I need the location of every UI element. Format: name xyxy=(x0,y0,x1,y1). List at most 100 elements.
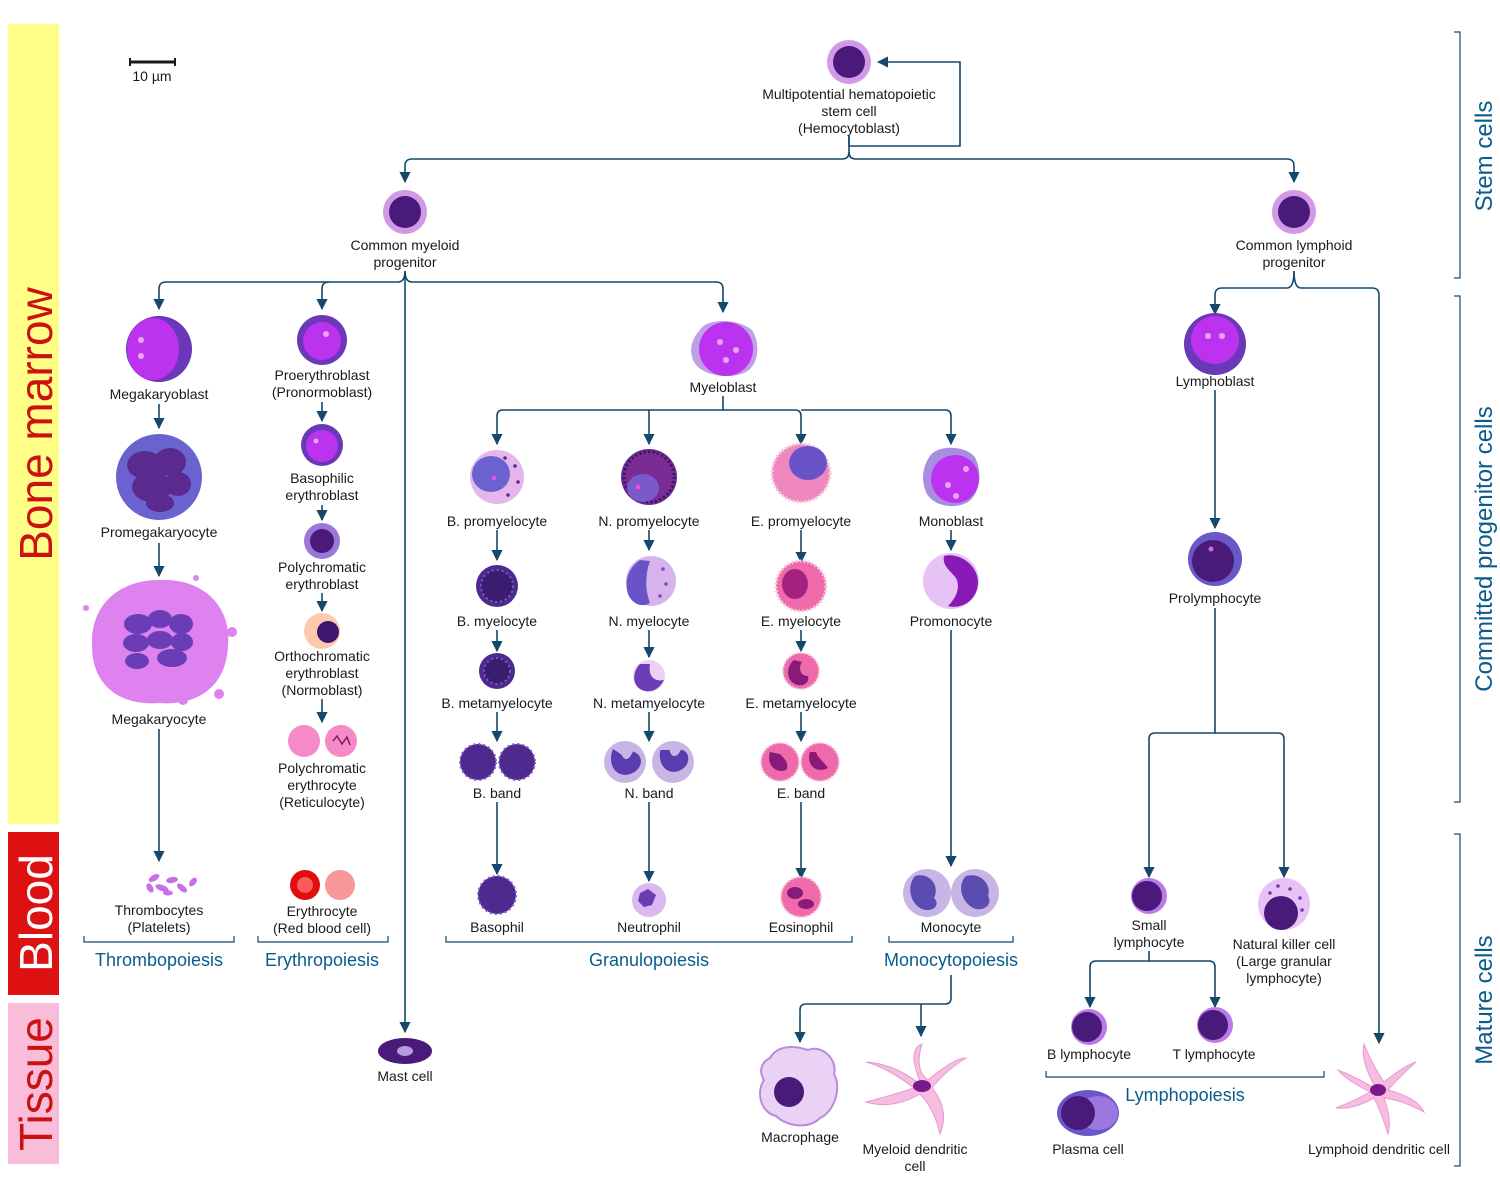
myeloblast-label: Myeloblast xyxy=(690,379,757,395)
e-promyelocyte-label: E. promyelocyte xyxy=(751,513,852,529)
proerythroblast-label-line: (Pronormoblast) xyxy=(272,384,372,400)
lymphoid-dendritic-cell xyxy=(1335,1042,1426,1136)
basophilic-erythroblast-label-line: erythroblast xyxy=(285,487,358,503)
myeloid-dendritic-label-line: Myeloid dendritic xyxy=(862,1141,967,1157)
monoblast-cell xyxy=(923,447,980,507)
b-band-label: B. band xyxy=(473,785,521,801)
b-metamyelocyte-label: B. metamyelocyte xyxy=(441,695,552,711)
hsc-label-line: stem cell xyxy=(821,103,876,119)
b-lymphocyte-label: B lymphocyte xyxy=(1047,1046,1131,1062)
megakaryocyte-cell xyxy=(83,575,237,705)
eosinophil-label-line: Eosinophil xyxy=(769,919,834,935)
erythrocyte-label-line: (Red blood cell) xyxy=(273,920,371,936)
monoblast-label-line: Monoblast xyxy=(919,513,984,529)
e-myelocyte-cell xyxy=(774,559,828,613)
b-metamyelocyte-label-line: B. metamyelocyte xyxy=(441,695,552,711)
b-promyelocyte-label: B. promyelocyte xyxy=(447,513,548,529)
polychromatic-erythroblast-label-line: Polychromatic xyxy=(278,559,366,575)
neutrophil-cell xyxy=(632,883,666,917)
lymphoblast-cell xyxy=(1184,313,1246,375)
plasma-cell-label: Plasma cell xyxy=(1052,1141,1124,1157)
thrombocytes-label: Thrombocytes(Platelets) xyxy=(115,902,204,935)
e-metamyelocyte-label-line: E. metamyelocyte xyxy=(745,695,856,711)
e-promyelocyte-cell xyxy=(770,442,832,504)
orthochromatic-erythroblast-label-line: erythroblast xyxy=(285,665,358,681)
macrophage-cell xyxy=(759,1046,839,1127)
mast-cell-cell xyxy=(378,1038,432,1064)
clp-label-line: Common lymphoid xyxy=(1236,237,1353,253)
proerythroblast-label: Proerythroblast(Pronormoblast) xyxy=(272,367,372,400)
n-band-label: N. band xyxy=(624,785,673,801)
b-promyelocyte-cell xyxy=(470,450,524,504)
stage-label-mature: Mature cells xyxy=(1471,935,1498,1064)
orthochromatic-erythroblast-label-line: Orthochromatic xyxy=(274,648,370,664)
tissue-band xyxy=(8,1003,59,1164)
nk-cell-label-line: (Large granular xyxy=(1236,953,1332,969)
thrombocytes-cell xyxy=(146,874,197,896)
basophil-label-line: Basophil xyxy=(470,919,524,935)
megakaryoblast-label: Megakaryoblast xyxy=(110,386,209,402)
plasma-cell-label-line: Plasma cell xyxy=(1052,1141,1124,1157)
zone-label-blood: Blood xyxy=(10,854,62,972)
n-metamyelocyte-label: N. metamyelocyte xyxy=(593,695,705,711)
polychromatic-erythroblast-cell xyxy=(304,523,340,559)
polychromatic-erythroblast-label-line: erythroblast xyxy=(285,576,358,592)
promonocyte-cell xyxy=(923,553,979,609)
lymphoblast-label-line: Lymphoblast xyxy=(1176,373,1255,389)
basophilic-erythroblast-label-line: Basophilic xyxy=(290,470,354,486)
macrophage-label: Macrophage xyxy=(761,1129,839,1145)
stage-label-stem: Stem cells xyxy=(1471,101,1498,212)
orthochromatic-erythroblast-cell xyxy=(304,613,340,649)
n-myelocyte-label: N. myelocyte xyxy=(609,613,690,629)
prolymphocyte-label: Prolymphocyte xyxy=(1169,590,1262,606)
basophil-label: Basophil xyxy=(470,919,524,935)
small-lymphocyte-cell xyxy=(1131,878,1167,914)
n-promyelocyte-label-line: N. promyelocyte xyxy=(598,513,699,529)
megakaryoblast-label-line: Megakaryoblast xyxy=(110,386,209,402)
b-metamyelocyte-cell xyxy=(479,653,515,689)
megakaryocyte-label-line: Megakaryocyte xyxy=(112,711,207,727)
small-lymphocyte-label-line: lymphocyte xyxy=(1114,934,1185,950)
nk-cell-label-line: lymphocyte) xyxy=(1246,970,1321,986)
promonocyte-label: Promonocyte xyxy=(910,613,993,629)
zone-bands: Bone marrow Blood Tissue xyxy=(8,24,62,1164)
b-myelocyte-cell xyxy=(476,565,518,607)
e-band-label: E. band xyxy=(777,785,825,801)
monoblast-label: Monoblast xyxy=(919,513,984,529)
neutrophil-label-line: Neutrophil xyxy=(617,919,681,935)
cells xyxy=(83,40,1426,1136)
megakaryoblast-cell xyxy=(126,316,192,382)
b-myelocyte-label-line: B. myelocyte xyxy=(457,613,537,629)
n-promyelocyte-label: N. promyelocyte xyxy=(598,513,699,529)
bone-marrow-band xyxy=(8,24,59,824)
zone-label-bone-marrow: Bone marrow xyxy=(10,286,62,560)
megakaryocyte-label: Megakaryocyte xyxy=(112,711,207,727)
myeloid-dendritic-cell xyxy=(864,1043,968,1136)
reticulocyte-cell xyxy=(288,725,357,757)
n-band-cell xyxy=(604,741,694,783)
stage-brackets: Stem cells Committed progenitor cells Ma… xyxy=(1454,31,1498,1167)
n-promyelocyte-cell xyxy=(621,449,677,505)
hsc-label-line: Multipotential hematopoietic xyxy=(762,86,936,102)
orthochromatic-erythroblast-label-line: (Normoblast) xyxy=(282,682,363,698)
process-brackets: Thrombopoiesis Erythropoiesis Granulopoi… xyxy=(83,936,1325,1105)
e-band-cell xyxy=(760,742,840,782)
macrophage-label-line: Macrophage xyxy=(761,1129,839,1145)
b-promyelocyte-label-line: B. promyelocyte xyxy=(447,513,548,529)
e-metamyelocyte-label: E. metamyelocyte xyxy=(745,695,856,711)
proerythroblast-label-line: Proerythroblast xyxy=(275,367,370,383)
basophil-cell xyxy=(477,875,517,915)
process-lymphopoiesis: Lymphopoiesis xyxy=(1125,1085,1244,1105)
myeloblast-cell xyxy=(691,321,758,377)
hsc-cell xyxy=(827,40,871,84)
nk-cell-label-line: Natural killer cell xyxy=(1233,936,1336,952)
e-myelocyte-label: E. myelocyte xyxy=(761,613,841,629)
promonocyte-label-line: Promonocyte xyxy=(910,613,993,629)
monocyte-label: Monocyte xyxy=(921,919,982,935)
prolymphocyte-label-line: Prolymphocyte xyxy=(1169,590,1262,606)
